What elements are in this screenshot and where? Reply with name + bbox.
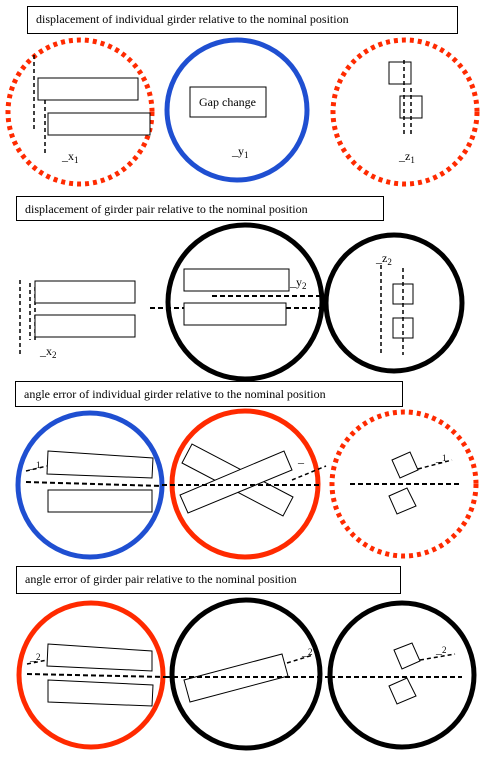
label-z2: _z2: [375, 251, 392, 267]
label-x2: _x2: [39, 344, 57, 360]
circle-angle2-mid: [169, 597, 323, 751]
girder-z1-upper: [388, 61, 412, 85]
girder-z1-lower: [399, 95, 423, 119]
section-title-pair-angle: angle error of girder pair relative to t…: [16, 566, 401, 594]
gap-change-box: [189, 86, 267, 118]
label-z1: _z1: [398, 149, 415, 165]
girder-x2-lower: [34, 314, 136, 338]
girder-z2-upper: [392, 283, 414, 305]
girder-y2-upper: [183, 268, 290, 292]
girder-angle2-upper: [46, 643, 153, 672]
gap-change-label: Gap change: [199, 95, 256, 109]
section-title-individual-displacement: displacement of individual girder relati…: [27, 6, 458, 34]
girder-angle2-right-upper: [393, 642, 421, 670]
tilt-line-angle1-right: [417, 459, 453, 470]
label-y2: _y2: [289, 275, 307, 291]
label-x1: _x1: [61, 149, 79, 165]
label-angle1-right: _1: [435, 450, 447, 464]
beam-axis-angle2-left: [26, 673, 166, 678]
label-angle1-mid: _: [297, 451, 305, 465]
girder-angle1-upper: [46, 450, 154, 479]
tilt-line-angle2-right: [419, 653, 456, 661]
beam-axis-angle1-left: [25, 481, 163, 487]
section-title-individual-angle: angle error of individual girder relativ…: [15, 381, 403, 407]
girder-y2-lower: [183, 302, 287, 326]
circle-x1: [5, 37, 155, 187]
tilt-line-angle1-left: [25, 465, 48, 472]
tilt-line-angle2-left: [26, 659, 48, 665]
section-title-pair-displacement: displacement of girder pair relative to …: [16, 196, 384, 221]
girder-angle2-right-lower: [388, 677, 417, 705]
circle-y1: [164, 37, 310, 183]
girder-x2-upper: [34, 280, 136, 304]
label-angle2-mid: _2: [301, 644, 313, 658]
label-angle2-right: _2: [435, 642, 447, 656]
circle-z1: [330, 37, 480, 187]
tilt-line-angle2-mid: [286, 654, 314, 664]
circle-z2: [323, 232, 465, 374]
girder-angle1-right-lower: [388, 487, 417, 515]
label-angle2-left: _2: [29, 649, 41, 663]
girder-angle1-cross-b: [179, 450, 293, 514]
circle-angle2-right: [327, 600, 477, 750]
circle-angle1-right: [329, 409, 479, 559]
circle-angle2-left: [16, 600, 166, 750]
girder-x1-upper: [37, 77, 139, 101]
tilt-line-angle1-mid: [291, 465, 327, 481]
girder-x1-lower: [47, 112, 151, 136]
girder-angle1-right-upper: [391, 451, 419, 479]
label-y1: _y1: [231, 144, 249, 160]
girder-angle1-lower: [47, 489, 153, 513]
girder-angle2-lower: [47, 679, 154, 707]
label-angle1-left: _1: [29, 457, 41, 471]
circle-y2: [165, 222, 325, 382]
